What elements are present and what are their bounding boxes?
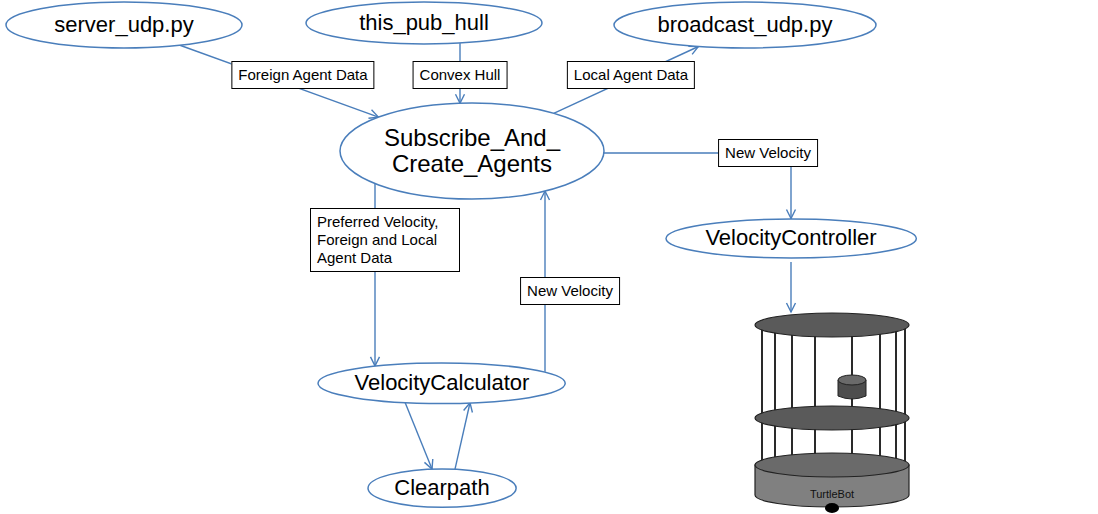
base-top [755, 453, 909, 477]
connector-arrow [455, 403, 470, 469]
node-ellipse: broadcast_udp.py [613, 1, 877, 49]
node-ellipse: VelocityCalculator [317, 362, 566, 405]
edge-label-box: Foreign Agent Data [231, 61, 374, 89]
ellipse-shape [306, 2, 542, 44]
node-label: server_udp.py [54, 13, 193, 37]
node-text-group: this_pub_hull [359, 11, 489, 35]
node-text-group: broadcast_udp.py [658, 13, 833, 37]
ellipse-shape [666, 219, 916, 258]
sensor-top [838, 375, 866, 385]
node-text-group: VelocityController [705, 226, 876, 250]
node-label: VelocityCalculator [355, 371, 530, 395]
connector-arrow [180, 45, 379, 117]
connector-arrow [405, 402, 432, 469]
wheel [825, 503, 839, 513]
robot-name: TurtleBot [810, 488, 854, 500]
node-ellipse: Clearpath [367, 468, 517, 508]
node-ellipse: Subscribe_And_ Create_Agents [339, 102, 605, 200]
node-label: this_pub_hull [359, 11, 489, 35]
node-text-group: VelocityCalculator [355, 371, 530, 395]
node-label: Subscribe_And_ Create_Agents [372, 125, 572, 178]
node-ellipse: server_udp.py [5, 1, 243, 49]
node-text-group: Subscribe_And_ Create_Agents [372, 125, 572, 178]
top-plate [755, 313, 909, 337]
ellipse-shape [6, 2, 242, 48]
node-label: broadcast_udp.py [658, 13, 833, 37]
node-label: Clearpath [394, 476, 489, 500]
ellipse-shape [340, 103, 604, 199]
ellipse-shape [318, 363, 565, 404]
ellipse-shape [368, 469, 516, 507]
edge-label-box: Local Agent Data [567, 61, 695, 89]
ellipse-shape [614, 2, 876, 48]
edge-label-box: New Velocity [718, 139, 818, 167]
command-arrow [790, 262, 791, 312]
middle-plate [755, 406, 909, 430]
node-text-group: server_udp.py [54, 13, 193, 37]
node-text-group: Clearpath [394, 476, 489, 500]
edge-label-box: Convex Hull [413, 61, 508, 89]
node-ellipse: this_pub_hull [305, 1, 543, 45]
node-label: VelocityController [705, 226, 876, 250]
connector-arrow [554, 46, 699, 113]
edge-label-box: New Velocity [520, 277, 620, 305]
sensor [838, 376, 866, 399]
node-ellipse: VelocityController [665, 218, 917, 259]
edge-label-box: Preferred Velocity, Foreign and Local Ag… [310, 208, 460, 272]
